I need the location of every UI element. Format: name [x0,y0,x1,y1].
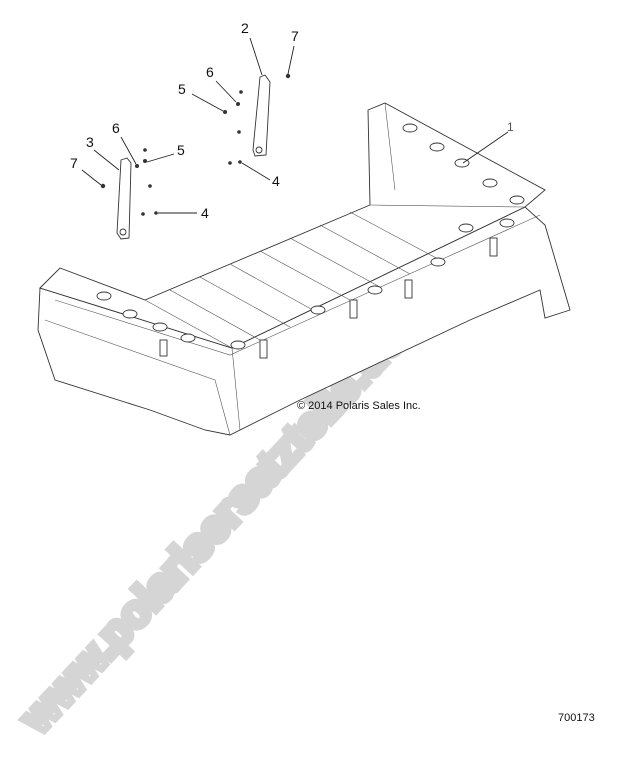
copyright-text: © 2014 Polaris Sales Inc. [297,400,421,412]
callout-6: 6 [112,120,120,136]
callout-4: 4 [272,173,280,189]
bracket-left [116,157,132,240]
callout-7: 7 [70,155,78,171]
callout-5: 5 [177,142,185,158]
part-number: 700173 [558,712,595,724]
bracket-right [252,74,271,157]
callout-1: 1 [507,120,514,134]
cargo-bed [37,102,571,436]
callout-2: 2 [241,20,249,36]
leader-lines [81,37,509,214]
callout-4: 4 [201,205,209,221]
callout-5: 5 [178,81,186,97]
callout-3: 3 [86,134,94,150]
fasteners [100,73,291,216]
callout-6: 6 [206,64,214,80]
callout-7: 7 [291,28,299,44]
